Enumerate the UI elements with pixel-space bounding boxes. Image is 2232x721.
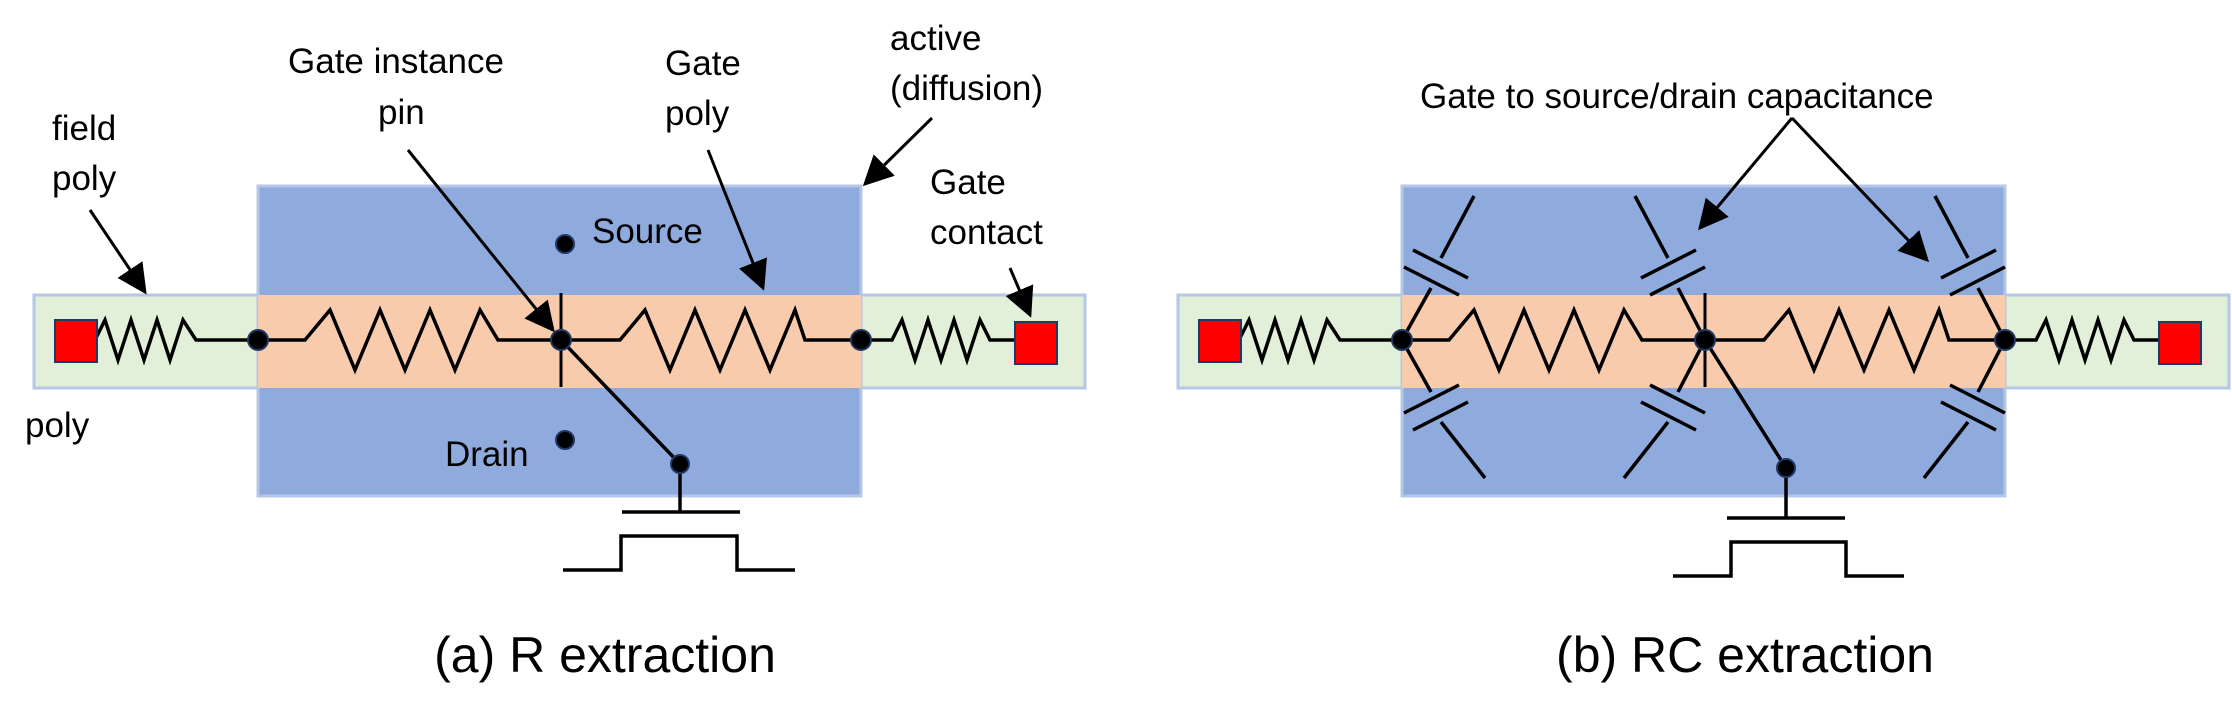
- gate-pin-wire: [559, 338, 682, 466]
- active-label-1: active: [890, 19, 981, 58]
- node-gate-pin: [1694, 329, 1716, 351]
- arrow-capacitance-middle: [1698, 117, 1794, 231]
- node-transistor-gate: [670, 454, 690, 474]
- node-gate-pin: [550, 329, 572, 351]
- gate-contact-right: [1014, 321, 1058, 365]
- node-transistor-gate: [1776, 458, 1796, 478]
- field-poly-resistor-left: [75, 314, 258, 366]
- field-poly-resistor-right: [2005, 314, 2164, 366]
- capacitor-lower-left: [1400, 339, 1487, 480]
- drain-terminal: [555, 430, 575, 450]
- field-poly-label-1: field: [52, 109, 116, 148]
- caption-b: (b) RC extraction: [1556, 627, 1934, 683]
- field-poly-label-2: poly: [52, 159, 117, 198]
- gate-poly-resistor-left: [258, 305, 561, 375]
- gate-poly-label-2: poly: [665, 94, 730, 133]
- gate-contact-label-1: Gate: [930, 163, 1006, 202]
- node-right: [1994, 329, 2016, 351]
- active-label-2: (diffusion): [890, 69, 1043, 108]
- arrow-field-poly: [88, 209, 147, 295]
- capacitor-upper-right: [1933, 195, 2007, 341]
- arrow-capacitance-right: [1790, 116, 1930, 263]
- drain-label: Drain: [445, 435, 529, 474]
- arrow-gate-contact: [1005, 267, 1034, 318]
- arrow-gate-poly: [706, 149, 767, 291]
- gate-poly-label-1: Gate: [665, 44, 741, 83]
- source-label: Source: [592, 212, 703, 251]
- panel-b-rc-extraction: Gate to source/drain capacitance (b) RC …: [1176, 77, 2231, 683]
- caption-a: (a) R extraction: [434, 627, 776, 683]
- capacitance-label: Gate to source/drain capacitance: [1420, 77, 1934, 116]
- gate-contact-label-2: contact: [930, 213, 1043, 252]
- gate-contact-right: [2158, 321, 2202, 365]
- poly-label: poly: [25, 406, 90, 445]
- source-terminal: [555, 234, 575, 254]
- node-right: [850, 329, 872, 351]
- gate-poly-resistor-right: [1705, 305, 2005, 375]
- panel-a-r-extraction: field poly poly Gate instance pin Gate p…: [25, 19, 1087, 683]
- transistor-channel: [1673, 540, 1904, 578]
- gate-contact-left: [54, 319, 98, 363]
- arrow-active: [862, 116, 934, 187]
- gate-contact-left: [1198, 319, 1242, 363]
- gate-poly-resistor-right: [561, 305, 861, 375]
- gate-pin-label-2: pin: [378, 93, 425, 132]
- gate-poly-resistor-left: [1402, 305, 1705, 375]
- node-left: [247, 329, 269, 351]
- field-poly-resistor-left: [1219, 314, 1402, 366]
- field-poly-resistor-right: [861, 314, 1020, 366]
- gate-pin-label-1: Gate instance: [288, 42, 504, 81]
- transistor-channel: [563, 534, 795, 572]
- gate-pin-wire: [1703, 339, 1788, 469]
- arrow-gate-pin: [406, 149, 555, 333]
- node-left: [1391, 329, 1413, 351]
